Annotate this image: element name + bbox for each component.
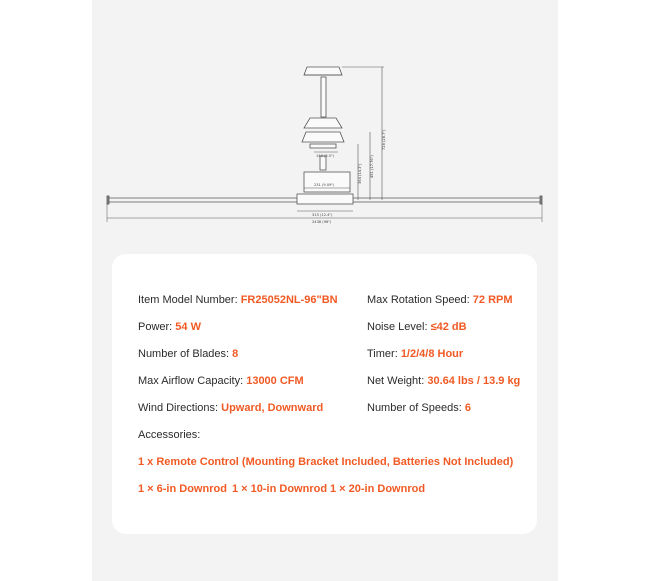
spec-power: Power: 54 W bbox=[138, 321, 201, 333]
fan-dimension-diagram: 140 (5.5") 231 (9.09") 315 (12.4") 2438 … bbox=[106, 66, 543, 224]
spec-speeds: Number of Speeds: 6 bbox=[367, 402, 471, 414]
spec-blades: Number of Blades: 8 bbox=[138, 348, 239, 360]
bottom-housing-shape bbox=[303, 171, 351, 193]
accessory-downrod-20: 1 × 20-in Downrod bbox=[330, 483, 426, 495]
accessory-remote: 1 x Remote Control (Mounting Bracket Inc… bbox=[138, 456, 514, 468]
height-short-label: 364 (14.3") bbox=[358, 163, 362, 184]
accessory-downrod-6: 1 × 6-in Downrod bbox=[138, 483, 227, 495]
motor-width-label: 231 (9.09") bbox=[314, 183, 335, 187]
accessory-downrod-10: 1 × 10-in Downrod bbox=[232, 483, 328, 495]
height-mid-label: 451 (17.76") bbox=[370, 155, 374, 178]
hub-width-label: 315 (12.4") bbox=[312, 213, 333, 217]
spec-model-number: Item Model Number: FR25052NL-96"BN bbox=[138, 294, 338, 306]
total-span-label: 2438 (96") bbox=[312, 220, 332, 224]
specifications-card bbox=[112, 254, 537, 534]
spec-rotation-speed: Max Rotation Speed: 72 RPM bbox=[367, 294, 513, 306]
spec-net-weight: Net Weight: 30.64 lbs / 13.9 kg bbox=[367, 375, 521, 387]
accessories-heading: Accessories: bbox=[138, 429, 201, 441]
spec-airflow: Max Airflow Capacity: 13000 CFM bbox=[138, 375, 304, 387]
spec-wind-directions: Wind Directions: Upward, Downward bbox=[138, 402, 324, 414]
canopy-width-label: 140 (5.5") bbox=[316, 154, 335, 158]
motor-lower-shape bbox=[301, 131, 345, 143]
spec-timer: Timer: 1/2/4/8 Hour bbox=[367, 348, 464, 360]
downrod-shape bbox=[320, 76, 327, 118]
spec-noise-level: Noise Level: ≤42 dB bbox=[367, 321, 467, 333]
motor-upper-shape bbox=[303, 117, 343, 129]
height-tall-label: 728 (28.7") bbox=[382, 129, 386, 150]
canopy-shape bbox=[303, 66, 343, 76]
